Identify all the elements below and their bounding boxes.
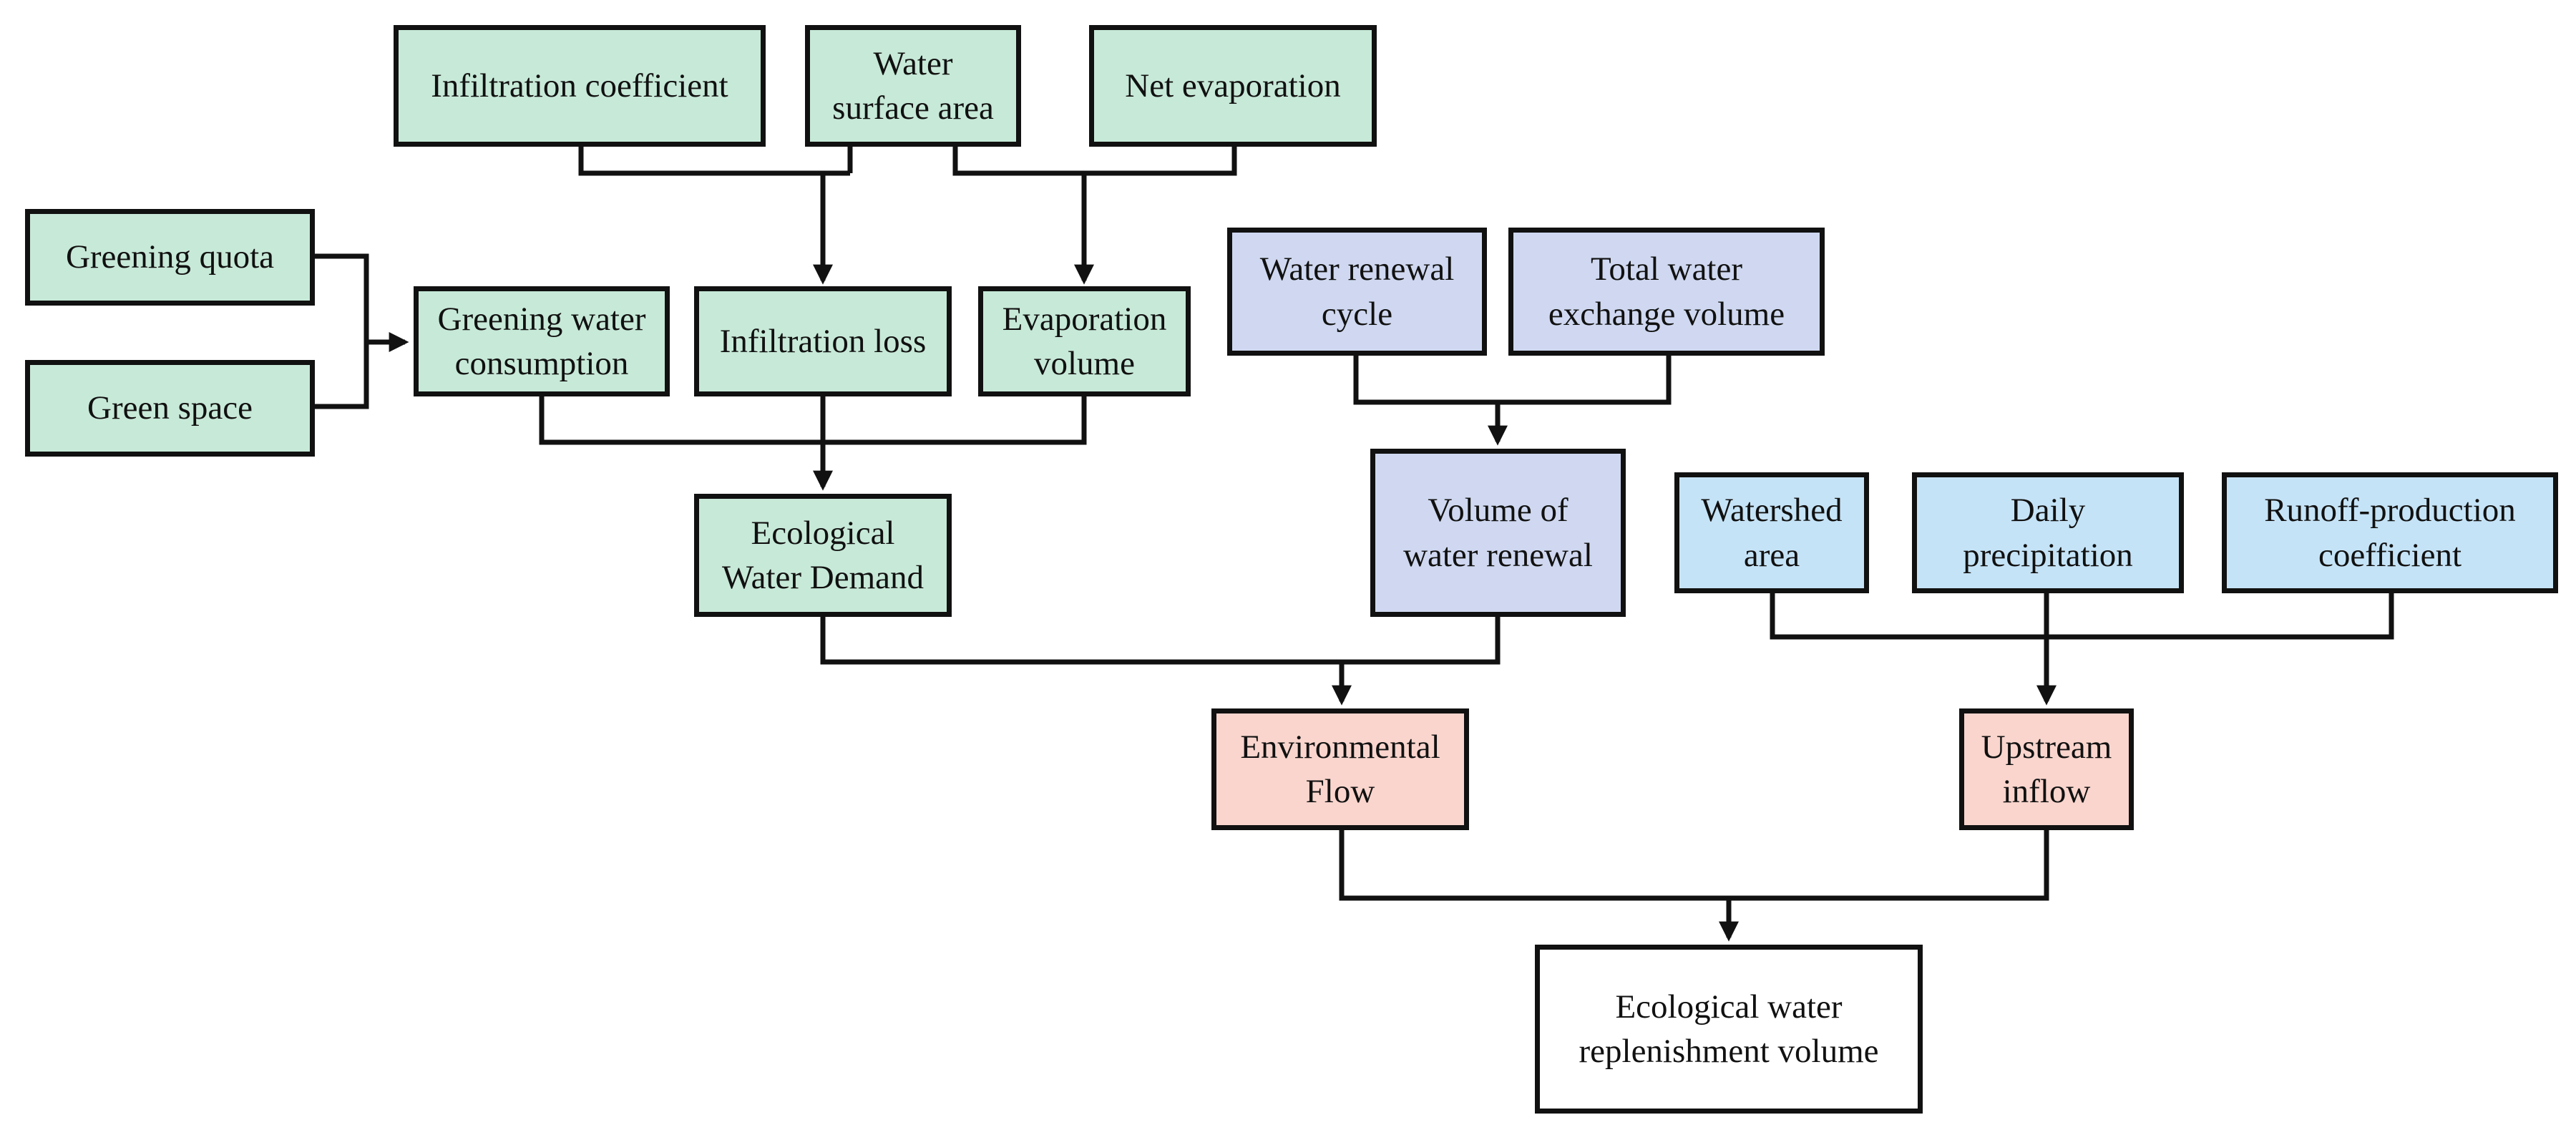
connector-demand-renewal	[820, 617, 1501, 665]
node-label: Volume of water renewal	[1403, 492, 1593, 574]
node-label: Infiltration loss	[719, 322, 927, 360]
node-label: Environmental Flow	[1240, 728, 1440, 810]
node-label: Ecological water replenishment volume	[1579, 988, 1879, 1070]
node-runoff-production-coefficient: Runoff-production coefficient	[2222, 472, 2558, 593]
node-water-surface-area: Water surface area	[805, 25, 1021, 147]
node-greening-water-consumption: Greening water consumption	[414, 286, 670, 396]
node-label: Daily precipitation	[1963, 492, 2133, 574]
connector-surface-area-net-evaporation	[952, 147, 1237, 176]
node-infiltration-coefficient: Infiltration coefficient	[394, 25, 766, 147]
node-greening-quota: Greening quota	[25, 209, 315, 306]
node-ecological-water-demand: Ecological Water Demand	[694, 494, 952, 617]
node-label: Greening quota	[65, 238, 275, 276]
connector-renewal-inputs	[1353, 356, 1672, 405]
node-label: Runoff-production coefficient	[2264, 492, 2516, 574]
node-volume-of-water-renewal: Volume of water renewal	[1370, 449, 1626, 617]
node-label: Water renewal cycle	[1259, 250, 1455, 333]
node-ecological-water-replenishment-volume: Ecological water replenishment volume	[1535, 945, 1923, 1114]
node-label: Evaporation volume	[1002, 300, 1167, 382]
node-infiltration-loss: Infiltration loss	[694, 286, 952, 396]
node-label: Greening water consumption	[437, 300, 646, 382]
node-label: Green space	[87, 389, 253, 427]
connector-middle-row	[539, 396, 1087, 445]
node-green-space: Green space	[25, 360, 315, 457]
node-label: Watershed area	[1701, 492, 1843, 574]
connector-final-inputs	[1339, 830, 2049, 901]
connector-infiltration-coefficient	[578, 147, 850, 176]
node-label: Water surface area	[832, 44, 994, 127]
connector-greening-quota-green-space	[315, 253, 369, 409]
node-label: Infiltration coefficient	[431, 67, 728, 104]
connector-runoff-inputs	[1770, 593, 2394, 640]
node-water-renewal-cycle: Water renewal cycle	[1227, 228, 1487, 356]
node-label: Net evaporation	[1125, 67, 1341, 104]
node-label: Total water exchange volume	[1548, 250, 1785, 333]
node-total-water-exchange-volume: Total water exchange volume	[1508, 228, 1825, 356]
node-environmental-flow: Environmental Flow	[1211, 708, 1469, 830]
node-label: Ecological Water Demand	[722, 514, 924, 596]
node-net-evaporation: Net evaporation	[1089, 25, 1377, 147]
node-upstream-inflow: Upstream inflow	[1959, 708, 2134, 830]
node-label: Upstream inflow	[1981, 728, 2112, 810]
node-daily-precipitation: Daily precipitation	[1912, 472, 2184, 593]
node-evaporation-volume: Evaporation volume	[978, 286, 1191, 396]
node-watershed-area: Watershed area	[1674, 472, 1869, 593]
